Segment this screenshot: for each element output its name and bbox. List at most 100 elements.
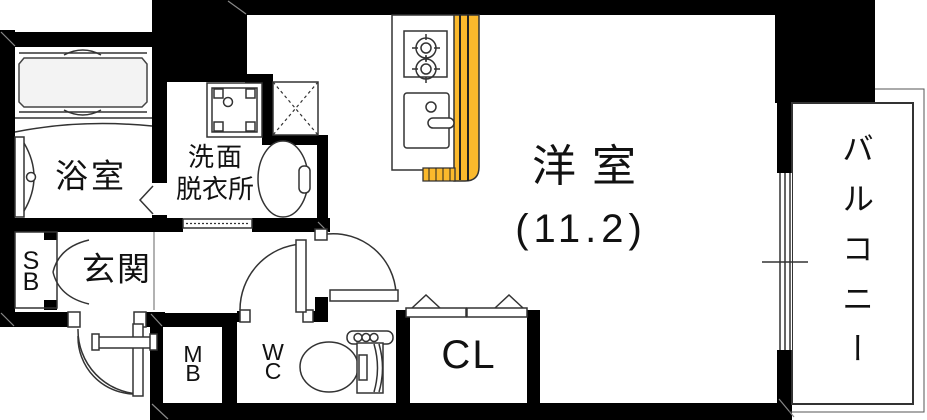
wall-washroom-top bbox=[245, 74, 273, 83]
sink-drain bbox=[425, 101, 437, 113]
bathtub-bump-bottom bbox=[63, 109, 102, 116]
toilet bbox=[299, 330, 394, 394]
shoebox-door-swing bbox=[52, 239, 90, 273]
wall-block-top-right bbox=[775, 0, 875, 103]
washer-foot bbox=[213, 121, 224, 132]
sink-faucet bbox=[427, 117, 455, 129]
balcony-label: バルコニー bbox=[838, 132, 874, 382]
bathroom bbox=[14, 49, 167, 218]
balcony-window bbox=[762, 173, 808, 350]
corner-ticks bbox=[0, 0, 795, 420]
closet-label: CL bbox=[441, 333, 497, 377]
wc-label-line2: C bbox=[264, 358, 282, 384]
door-jamb bbox=[302, 309, 314, 323]
corner-tick bbox=[227, 0, 247, 15]
shoe-box-label-line2: B bbox=[22, 268, 40, 296]
wall-pipespace-left bbox=[262, 75, 273, 145]
closet-bifold-peak bbox=[494, 293, 524, 309]
bathroom-label: 浴室 bbox=[55, 157, 127, 195]
main-room-door-swing bbox=[326, 232, 397, 294]
washer-drain bbox=[222, 96, 234, 108]
corner-tick bbox=[0, 312, 15, 327]
corner-tick bbox=[778, 398, 795, 418]
pipe-space-box bbox=[272, 81, 319, 136]
balcony-outer-edge bbox=[789, 88, 925, 413]
wall-pipespace-bottom bbox=[262, 135, 328, 145]
bath-folding-door bbox=[138, 185, 154, 215]
doors bbox=[52, 228, 528, 397]
main-room-area-label: (11.2) bbox=[515, 207, 647, 251]
corner-tick bbox=[150, 313, 163, 327]
toilet-body bbox=[356, 342, 384, 394]
wc-door-swing bbox=[239, 243, 302, 311]
wall-hall-right bbox=[317, 135, 328, 229]
wall-left bbox=[0, 30, 15, 327]
room-edges bbox=[14, 231, 222, 403]
bathtub bbox=[18, 57, 148, 108]
corner-tick bbox=[0, 31, 16, 47]
toilet-button bbox=[353, 332, 363, 343]
wall-hall-top-a bbox=[152, 218, 183, 232]
kitchen-counter bbox=[453, 14, 480, 182]
washer-pan-inner bbox=[211, 87, 258, 133]
washer-foot bbox=[245, 88, 256, 99]
wc-door-leaf bbox=[295, 239, 307, 313]
entrance-door-leaf bbox=[96, 336, 156, 349]
shoe-box-label-line1: S bbox=[22, 247, 40, 275]
balcony bbox=[789, 88, 925, 413]
corner-tick bbox=[151, 403, 169, 420]
meter-box-interior bbox=[163, 327, 222, 403]
main-room-label: 洋室 bbox=[532, 142, 652, 191]
wall-hall-top-b bbox=[252, 218, 330, 232]
toilet-lid-curve bbox=[378, 343, 384, 393]
door-hinge-tab bbox=[149, 333, 158, 351]
entrance-label: 玄関 bbox=[82, 250, 152, 288]
shoebox-nub-top bbox=[44, 232, 57, 240]
door-jamb bbox=[67, 311, 81, 328]
washer-foot bbox=[245, 121, 256, 132]
bath-drain bbox=[25, 171, 37, 183]
main-room-door-leaf bbox=[329, 289, 399, 302]
meter-box-label: M B bbox=[183, 343, 202, 386]
wall-wc-closet bbox=[396, 310, 410, 403]
meter-box-label-line2: B bbox=[185, 360, 201, 386]
closet-door-track bbox=[405, 307, 467, 318]
wall-closet-right bbox=[527, 310, 540, 403]
wall-window-upper bbox=[777, 103, 792, 173]
toilet-lid-curve bbox=[373, 343, 379, 393]
washroom-sliding-door bbox=[182, 218, 253, 229]
bath-door-opening bbox=[152, 183, 167, 215]
toilet-button bbox=[369, 332, 379, 343]
toilet-seat-hinge bbox=[358, 354, 368, 381]
closet-bifold-peak bbox=[411, 293, 441, 309]
shoebox-nub-bottom bbox=[44, 300, 57, 310]
washer-foot bbox=[213, 88, 224, 99]
wc-label-line1: W bbox=[262, 339, 284, 365]
washroom-label-line2: 脱衣所 bbox=[175, 174, 255, 204]
wall-top-main bbox=[152, 0, 790, 15]
shoe-box bbox=[14, 231, 58, 309]
wall-bath-bottom bbox=[0, 218, 167, 232]
washroom-label-line1: 洗面 bbox=[187, 142, 245, 172]
entrance-door-leaf bbox=[132, 323, 144, 397]
bath-counter bbox=[14, 136, 25, 218]
balcony-floor bbox=[791, 102, 914, 405]
entrance-door-swing bbox=[77, 335, 134, 395]
washroom bbox=[182, 82, 311, 229]
wash-basin-faucet bbox=[298, 165, 311, 194]
toilet-bowl bbox=[299, 341, 359, 393]
kitchen-counter-return bbox=[422, 167, 456, 182]
closet-door-track bbox=[466, 307, 528, 318]
entrance-door-swing bbox=[77, 328, 141, 395]
pipe-space bbox=[272, 81, 319, 136]
door-hinge-tab bbox=[91, 333, 100, 351]
shoe-box-label: S B bbox=[22, 247, 40, 296]
door-jamb bbox=[239, 309, 251, 323]
shoebox-door-swing bbox=[52, 271, 90, 305]
wall-window-lower bbox=[777, 350, 792, 407]
bathtub-rim bbox=[19, 52, 147, 113]
wall-entrance-bottom-left bbox=[0, 312, 68, 327]
bathtub-bump-top bbox=[63, 49, 102, 56]
